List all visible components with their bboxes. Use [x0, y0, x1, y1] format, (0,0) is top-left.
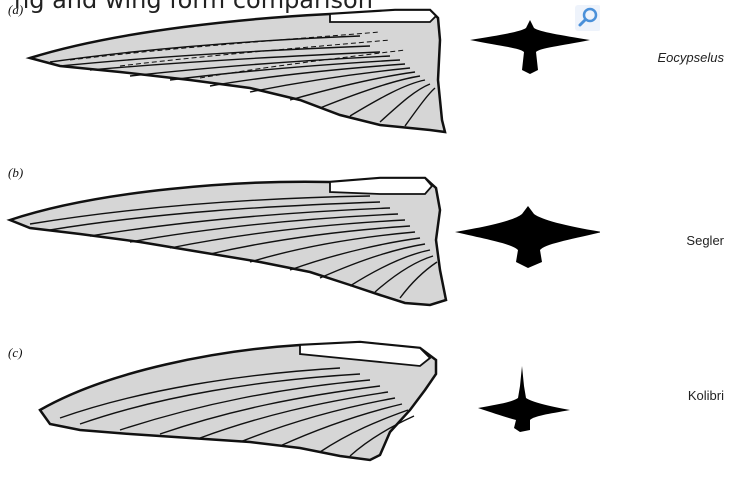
panel-letter-c: (c): [8, 345, 22, 361]
panel-letter-a: (a): [8, 2, 23, 18]
wing-comparison-figure: ng and wing form comparison: [0, 0, 600, 477]
species-labels-column: Eocypselus Segler Kolibri: [600, 0, 731, 477]
species-label-b: Segler: [686, 233, 724, 248]
wing-c: [40, 342, 436, 460]
species-label-c: Kolibri: [688, 388, 724, 403]
wing-a: [30, 10, 445, 132]
silhouette-b: [455, 206, 600, 268]
silhouette-a: [470, 20, 590, 74]
wing-illustrations: [0, 0, 600, 477]
silhouette-c: [478, 366, 570, 432]
species-label-a: Eocypselus: [658, 50, 724, 65]
magnifier-icon[interactable]: [575, 5, 601, 31]
wing-b: [10, 178, 446, 305]
panel-letter-b: (b): [8, 165, 23, 181]
